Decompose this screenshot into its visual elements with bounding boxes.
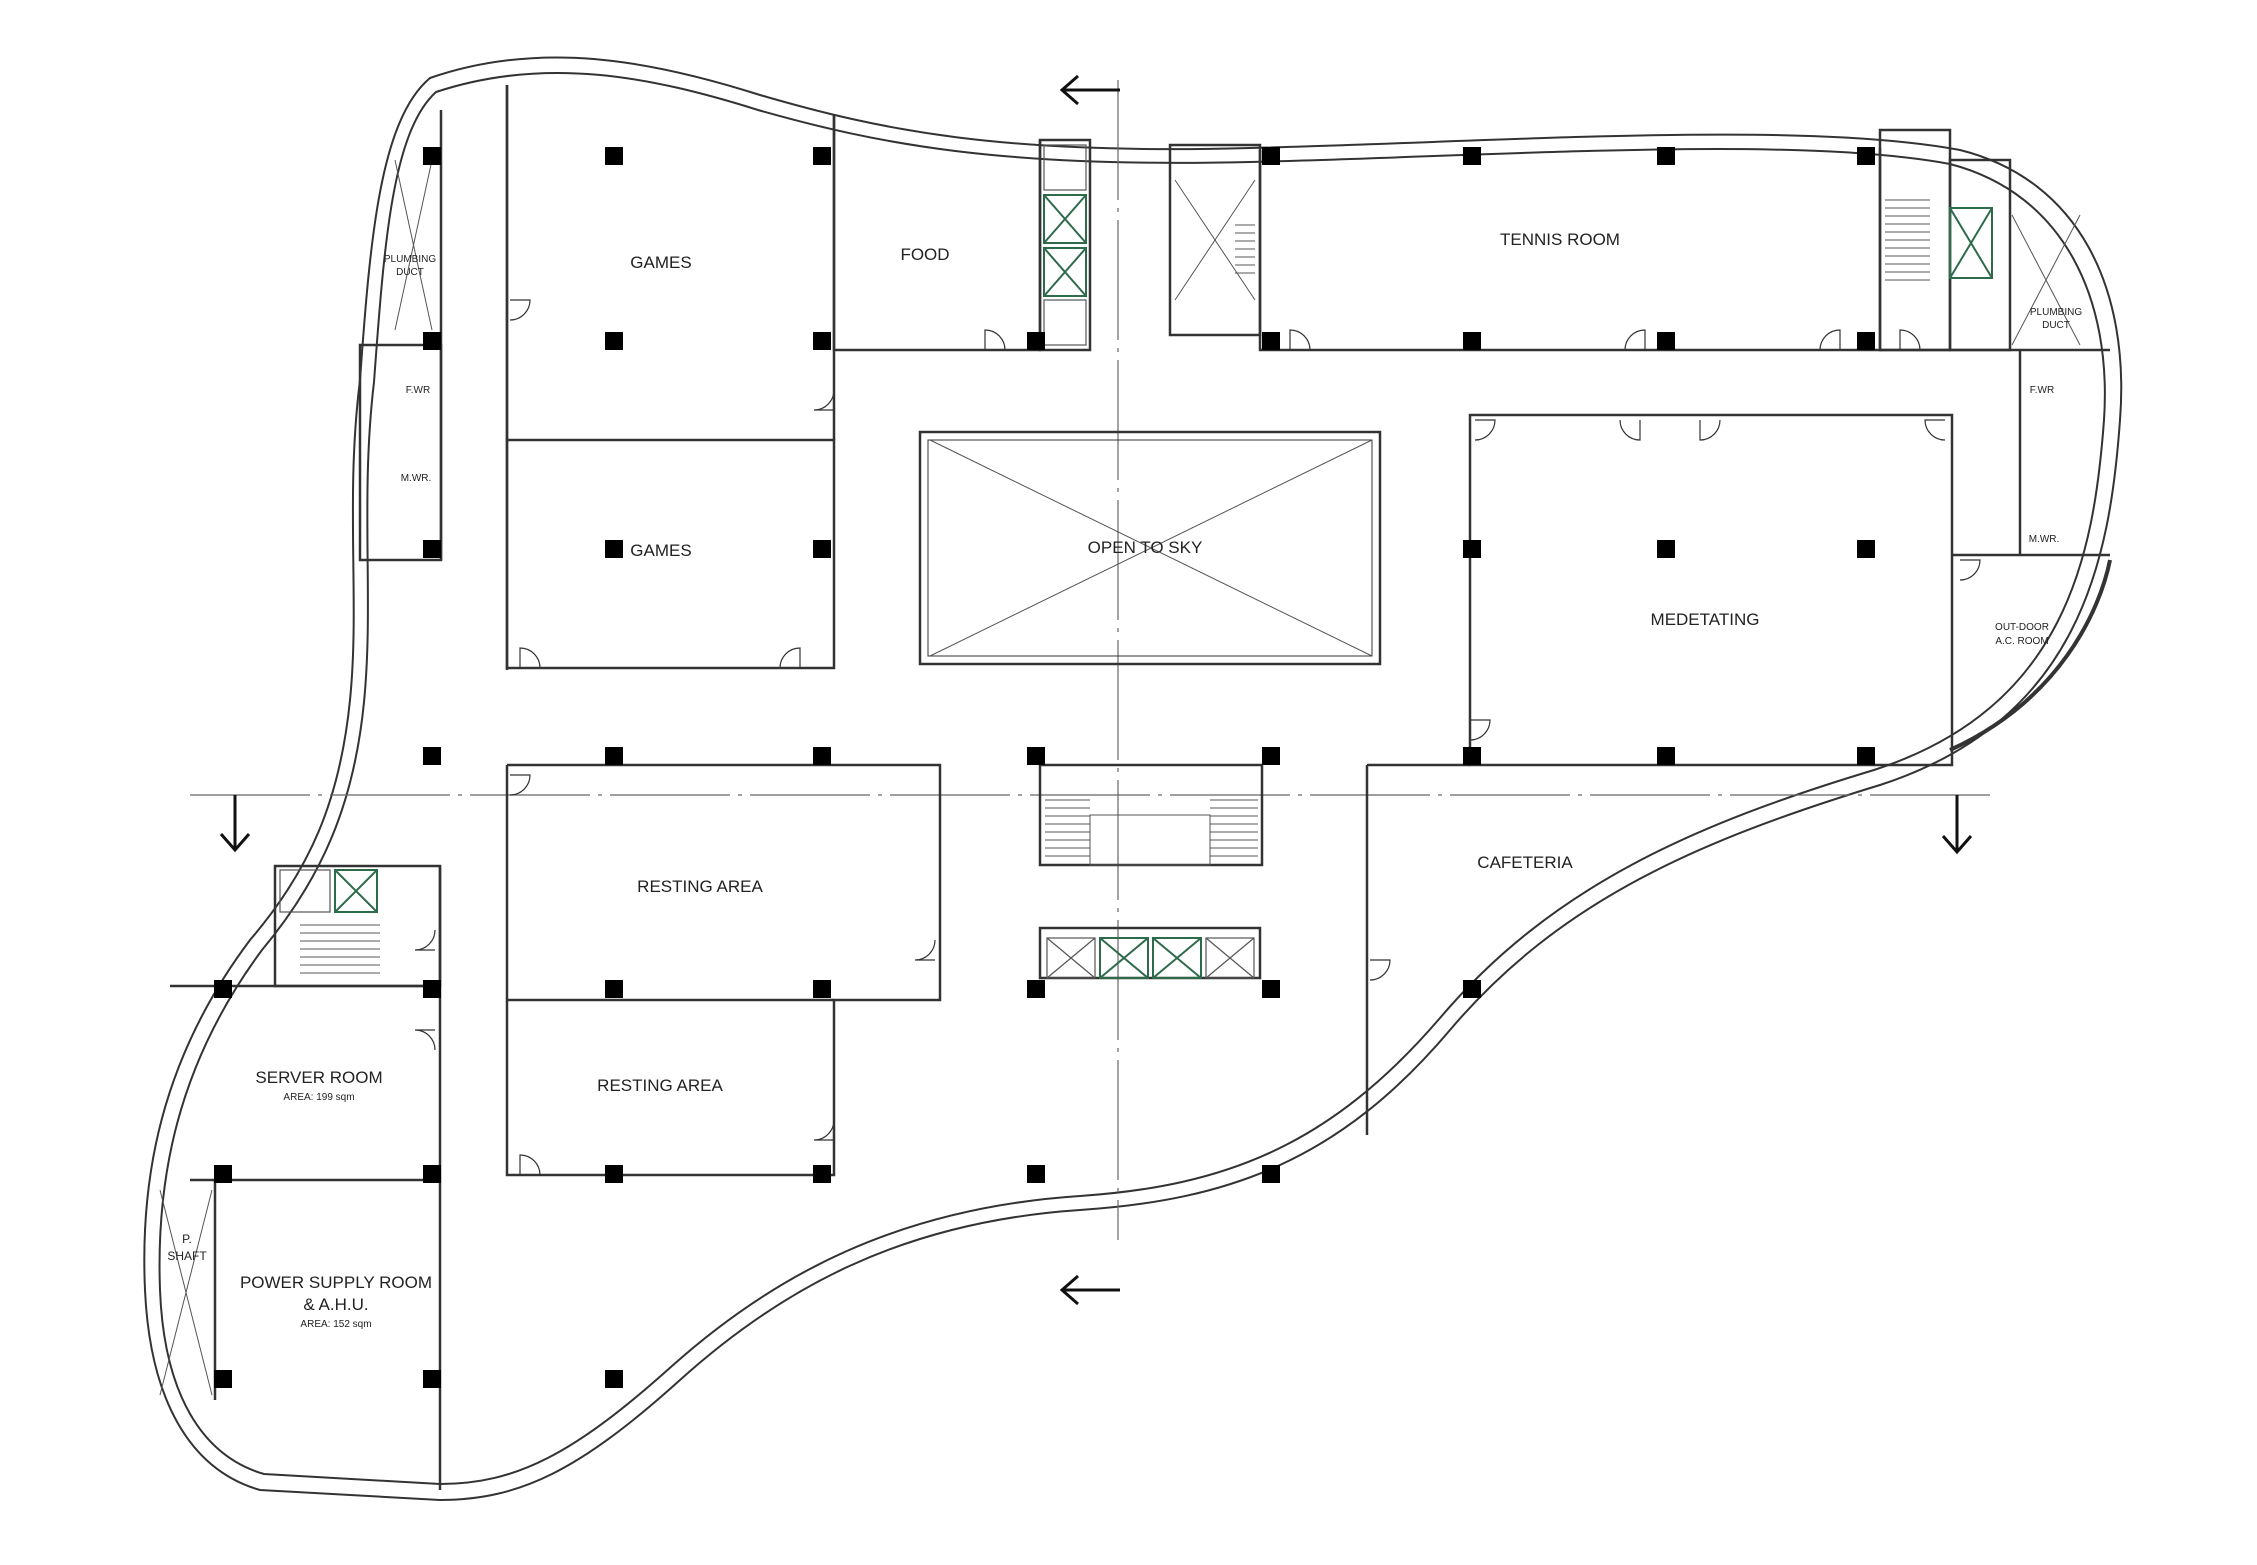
- building-outline: [143, 56, 2123, 1502]
- room-label-resting-area-1: RESTING AREA: [637, 877, 763, 896]
- room-label-plumbing-right-2: DUCT: [2042, 320, 2070, 331]
- room-label-power-supply-1: POWER SUPPLY ROOM: [240, 1273, 432, 1292]
- lift-icon: [334, 194, 1993, 979]
- room-label-server-room: SERVER ROOM: [255, 1068, 382, 1087]
- shaft-hatch: [159, 159, 2081, 1396]
- lift-shaft: [279, 144, 1255, 979]
- room-label-plumbing-right-1: PLUMBING: [2030, 307, 2082, 318]
- room-area-server-room: AREA: 199 sqm: [283, 1092, 354, 1103]
- room-label-open-to-sky: OPEN TO SKY: [1088, 538, 1203, 557]
- room-label-outdoor-1: OUT-DOOR: [1995, 622, 2049, 633]
- section-lines: [190, 80, 1990, 1240]
- room-label-outdoor-2: A.C. ROOM: [1995, 636, 2048, 647]
- room-label-fwr-right: F.WR: [2030, 385, 2054, 396]
- room-label-plumbing-left-2: DUCT: [396, 267, 424, 278]
- room-area-power-supply: AREA: 152 sqm: [300, 1319, 371, 1330]
- room-label-food: FOOD: [900, 245, 949, 264]
- room-label-medetating: MEDETATING: [1651, 610, 1760, 629]
- room-label-p-shaft-2: SHAFT: [167, 1249, 207, 1263]
- room-label-p-shaft-1: P.: [182, 1232, 192, 1246]
- room-label-fwr-left: F.WR: [406, 385, 430, 396]
- room-labels: GAMES GAMES FOOD TENNIS ROOM OPEN TO SKY…: [167, 230, 2082, 1330]
- column-icon: [214, 147, 1875, 1388]
- room-label-tennis-room: TENNIS ROOM: [1500, 230, 1620, 249]
- room-label-plumbing-left-1: PLUMBING: [384, 254, 436, 265]
- room-label-power-supply-2: & A.H.U.: [303, 1295, 368, 1314]
- room-label-resting-area-2: RESTING AREA: [597, 1076, 723, 1095]
- stair-icon: [300, 199, 1930, 974]
- room-label-games-1: GAMES: [630, 253, 691, 272]
- room-label-cafeteria: CAFETERIA: [1477, 853, 1573, 872]
- door-swing-icon: [414, 299, 1981, 1176]
- room-label-mwr-left: M.WR.: [401, 473, 432, 484]
- room-label-games-2: GAMES: [630, 541, 691, 560]
- section-arrow-icon: [219, 74, 1973, 1306]
- room-label-mwr-right: M.WR.: [2029, 534, 2060, 545]
